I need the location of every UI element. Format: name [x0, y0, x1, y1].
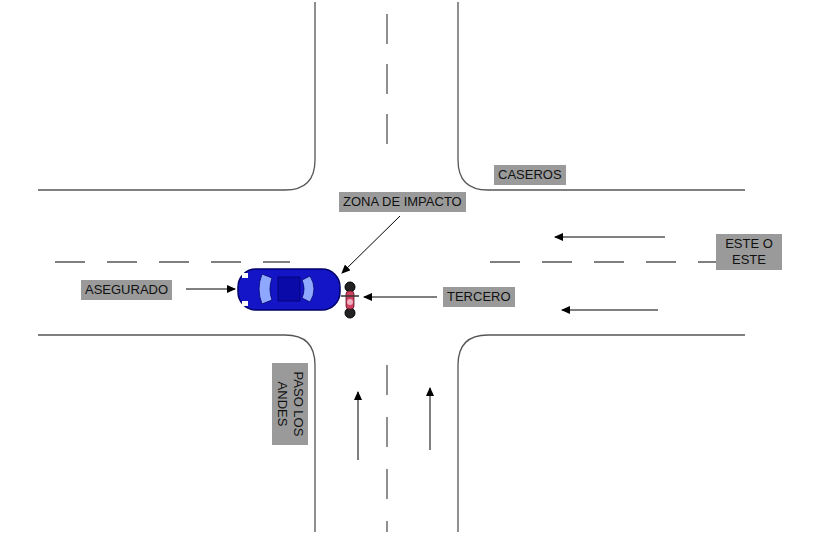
label-text: ZONA DE IMPACTO — [343, 194, 462, 210]
leader-lines — [186, 216, 437, 297]
label-text: TERCERO — [447, 289, 511, 305]
road-edges — [38, 2, 745, 532]
label-box: CASEROS — [494, 165, 566, 185]
label-text: ASEGURADO — [85, 282, 168, 298]
label-box: PASO LOS ANDES — [272, 363, 308, 445]
label-box: TERCERO — [443, 287, 515, 307]
label-box: ZONA DE IMPACTO — [339, 192, 466, 212]
car-illustration — [238, 269, 340, 310]
label-box: ASEGURADO — [81, 280, 172, 300]
motorcycle-illustration — [341, 282, 359, 318]
traffic-arrows — [358, 237, 665, 460]
center-dashes — [55, 14, 720, 532]
label-text: CASEROS — [498, 167, 562, 183]
label-text: PASO LOS ANDES — [274, 367, 306, 441]
label-text: ESTE O ESTE — [720, 236, 778, 268]
label-box: ESTE O ESTE — [716, 234, 782, 270]
